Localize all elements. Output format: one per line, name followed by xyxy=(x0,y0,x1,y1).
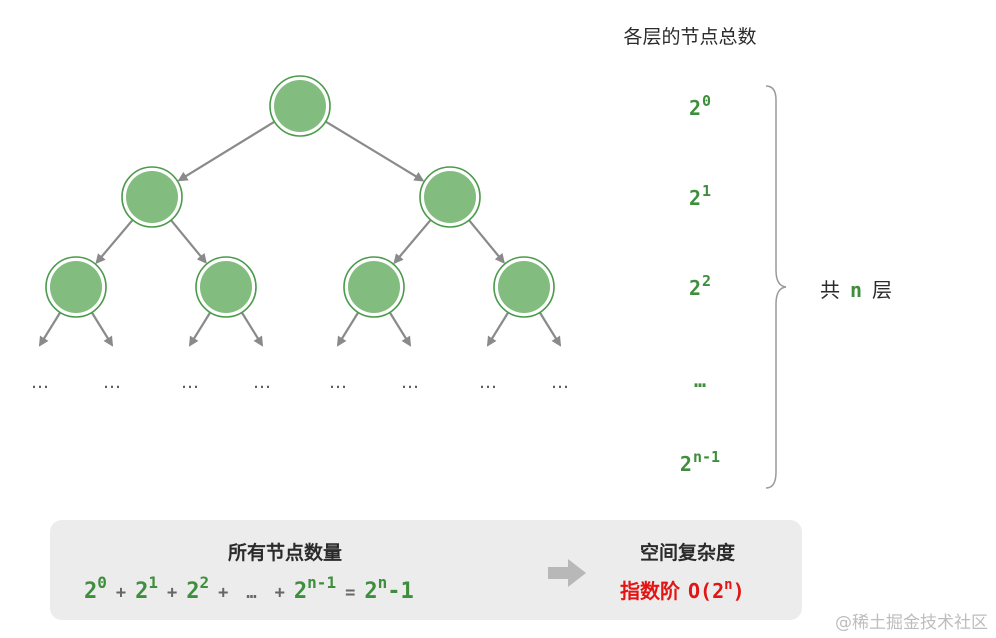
tree-edge xyxy=(393,218,433,265)
sum-formula: 20 +21 +22 + … +2n-1 = 2n-1 xyxy=(84,573,414,604)
complexity-big-o: O(2n) xyxy=(688,577,745,603)
formula-operator: + xyxy=(115,583,127,603)
formula-ellipsis: … xyxy=(246,583,257,603)
tree-edge xyxy=(467,218,505,264)
leaf-edge xyxy=(188,311,212,347)
leaf-edge xyxy=(388,311,412,347)
tree-edge xyxy=(95,218,135,265)
level-count: 22 xyxy=(688,272,712,300)
formula-operator: + xyxy=(274,583,285,603)
tree-node xyxy=(348,261,400,313)
level-count: … xyxy=(693,368,707,392)
formula-term: 22 xyxy=(186,573,210,604)
complexity-value: 指数阶 O(2n) xyxy=(620,575,745,604)
formula-operator: = xyxy=(345,583,356,603)
complexity-label: 指数阶 xyxy=(620,579,680,603)
leaf-ellipsis: … xyxy=(551,372,569,393)
leaf-edge xyxy=(336,311,360,347)
tree-edge xyxy=(169,218,207,264)
layer-brace xyxy=(765,85,787,489)
leaf-ellipsis: … xyxy=(253,372,271,393)
leaf-ellipsis: … xyxy=(401,372,419,393)
tree-edge xyxy=(177,120,276,182)
tree-node xyxy=(200,261,252,313)
watermark: @稀土掘金技术社区 xyxy=(835,613,988,633)
level-count: 20 xyxy=(688,92,712,120)
formula-term: 21 xyxy=(135,573,159,604)
level-count: 21 xyxy=(688,182,712,210)
leaf-edge xyxy=(538,311,562,347)
leaf-edge xyxy=(90,311,114,347)
leaf-ellipsis: … xyxy=(181,372,199,393)
total-suffix: 层 xyxy=(872,278,893,302)
tree-node xyxy=(50,261,102,313)
tree-edge xyxy=(324,120,425,182)
leaf-ellipsis: … xyxy=(329,372,347,393)
total-n: n xyxy=(850,278,863,302)
arrow-right-icon xyxy=(548,559,586,587)
leaf-ellipsis: … xyxy=(103,372,121,393)
formula-term: 2n-1 xyxy=(293,573,337,604)
formula-term: 20 xyxy=(84,573,107,604)
tree-node xyxy=(126,171,178,223)
summary-panel xyxy=(50,520,802,620)
leaf-ellipsis: … xyxy=(479,372,497,393)
formula-term: 2n-1 xyxy=(364,573,414,604)
formula-operator: + xyxy=(218,583,229,603)
summary-title: 所有节点数量 xyxy=(228,542,343,564)
leaf-edge xyxy=(38,311,62,347)
leaf-edge xyxy=(486,311,510,347)
levels-header: 各层的节点总数 xyxy=(623,26,757,48)
level-count: 2n-1 xyxy=(679,448,721,476)
tree-node xyxy=(498,261,550,313)
formula-operator: + xyxy=(167,583,178,603)
tree-node xyxy=(424,171,476,223)
complexity-title: 空间复杂度 xyxy=(640,542,736,564)
leaf-edge xyxy=(240,311,264,347)
tree-node xyxy=(274,80,326,132)
leaf-ellipsis: … xyxy=(31,372,49,393)
total-prefix: 共 xyxy=(820,278,840,302)
